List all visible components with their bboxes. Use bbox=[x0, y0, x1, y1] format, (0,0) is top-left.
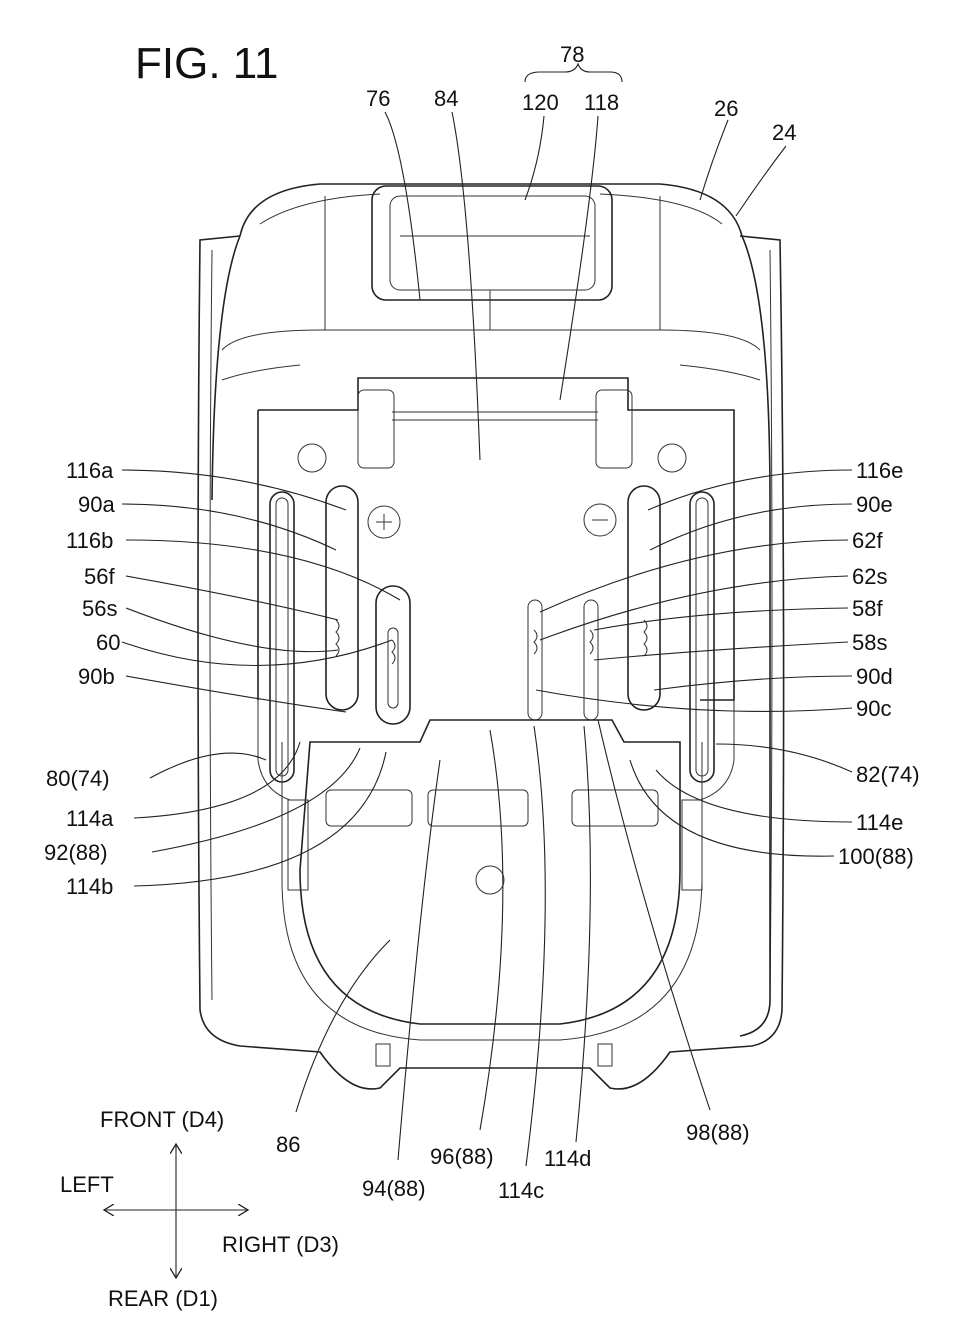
label-94-88: 94(88) bbox=[362, 1176, 426, 1201]
label-58s: 58s bbox=[852, 630, 887, 655]
label-116b: 116b bbox=[66, 528, 113, 553]
label-114c: 114c bbox=[498, 1178, 544, 1203]
figure-title: FIG. 11 bbox=[135, 39, 278, 88]
label-116e: 116e bbox=[856, 458, 903, 483]
label-front-d4: FRONT (D4) bbox=[100, 1107, 224, 1132]
label-96-88: 96(88) bbox=[430, 1144, 494, 1169]
label-78: 78 bbox=[560, 42, 584, 67]
label-58f: 58f bbox=[852, 596, 883, 621]
battery-pack-drawing bbox=[198, 184, 784, 1089]
leader-lines bbox=[122, 64, 852, 1166]
label-90e: 90e bbox=[856, 492, 893, 517]
label-62s: 62s bbox=[852, 564, 887, 589]
label-76: 76 bbox=[366, 86, 390, 111]
label-90d: 90d bbox=[856, 664, 893, 689]
label-90c: 90c bbox=[856, 696, 891, 721]
reference-labels: 78 76 84 120 118 26 24 116a 90a 116b 56f… bbox=[44, 42, 920, 1203]
label-80-74: 80(74) bbox=[46, 766, 110, 791]
label-116a: 116a bbox=[66, 458, 114, 483]
label-right-d3: RIGHT (D3) bbox=[222, 1232, 339, 1257]
label-56f: 56f bbox=[84, 564, 115, 589]
label-120: 120 bbox=[522, 90, 559, 115]
label-114a: 114a bbox=[66, 806, 114, 831]
label-82-74: 82(74) bbox=[856, 762, 920, 787]
label-62f: 62f bbox=[852, 528, 883, 553]
label-90a: 90a bbox=[78, 492, 115, 517]
label-26: 26 bbox=[714, 96, 738, 121]
terminal-block bbox=[258, 378, 734, 700]
label-100-88: 100(88) bbox=[838, 844, 914, 869]
label-60: 60 bbox=[96, 630, 120, 655]
label-98-88: 98(88) bbox=[686, 1120, 750, 1145]
label-rear-d1: REAR (D1) bbox=[108, 1286, 218, 1311]
label-84: 84 bbox=[434, 86, 458, 111]
label-114b: 114b bbox=[66, 874, 113, 899]
label-86: 86 bbox=[276, 1132, 300, 1157]
label-118: 118 bbox=[584, 90, 619, 115]
label-56s: 56s bbox=[82, 596, 117, 621]
label-left: LEFT bbox=[60, 1172, 114, 1197]
label-92-88: 92(88) bbox=[44, 840, 108, 865]
label-114e: 114e bbox=[856, 810, 903, 835]
lower-tray bbox=[300, 720, 680, 1024]
label-90b: 90b bbox=[78, 664, 115, 689]
label-114d: 114d bbox=[544, 1146, 591, 1171]
label-24: 24 bbox=[772, 120, 796, 145]
